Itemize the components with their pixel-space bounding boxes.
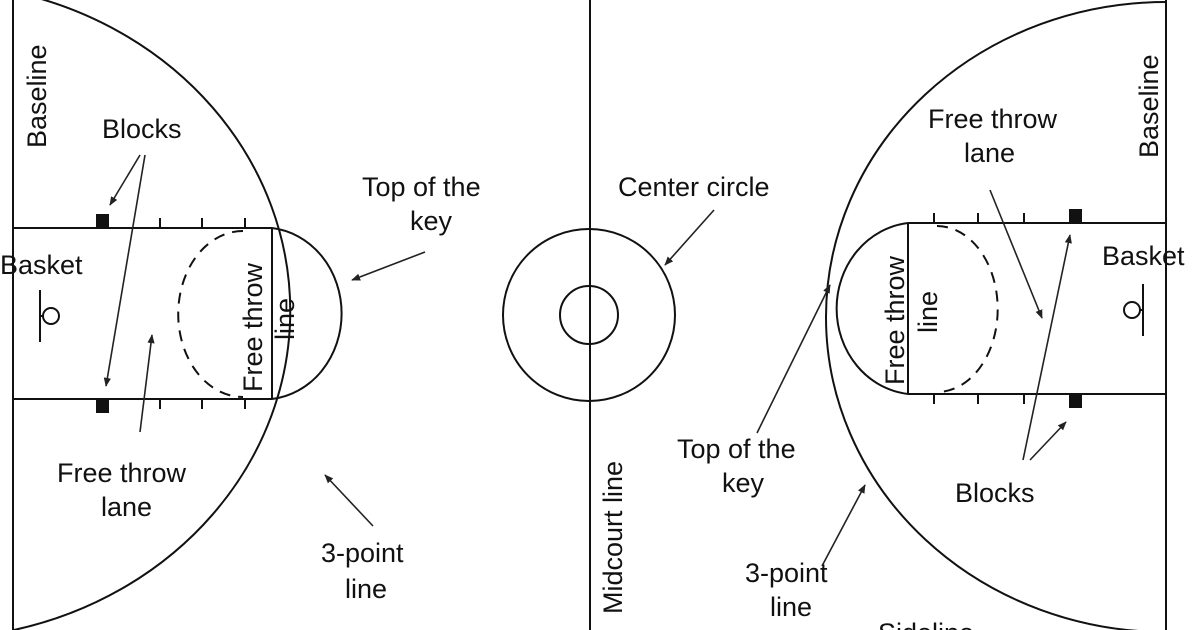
- baseline-label-right: Baseline: [1134, 54, 1164, 158]
- right-block-bottom: [1069, 394, 1082, 408]
- arrow-blocks-right-bottom: [1029, 421, 1067, 461]
- left-block-bottom: [96, 399, 109, 413]
- right-key-arc: [835, 222, 909, 395]
- arrow-blocks-right-top: [1022, 234, 1072, 461]
- arrow-ftlane-left: [139, 334, 155, 433]
- right-block-top: [1069, 209, 1082, 223]
- left-free-throw-lane: [14, 227, 273, 400]
- basket-label-left: Basket: [0, 250, 83, 280]
- arrow-ftlane-right: [989, 189, 1043, 319]
- center-circle-outer: [502, 228, 676, 402]
- free-throw-lane-label-right-2: lane: [964, 138, 1015, 168]
- right-lane-hash-marks: [933, 213, 1025, 404]
- left-basket: [39, 290, 60, 342]
- center-circle-inner: [559, 285, 619, 345]
- three-point-label-right-2: line: [770, 592, 812, 622]
- left-block-top: [96, 214, 109, 228]
- three-point-label-right-1: 3-point: [745, 558, 828, 588]
- free-throw-line-label-right-2: line: [913, 291, 943, 333]
- arrow-three-right: [821, 484, 866, 567]
- arrow-three-left: [324, 474, 374, 527]
- midcourt-line-label: Midcourt line: [598, 461, 628, 614]
- top-of-key-label-right-1: Top of the: [677, 434, 796, 464]
- arrow-topkey-right: [756, 284, 831, 434]
- top-of-key-label-right-2: key: [722, 468, 765, 498]
- sideline-label: Sideline: [878, 618, 974, 630]
- arrow-blocks-left-top: [109, 154, 141, 206]
- free-throw-lane-label-right-1: Free throw: [928, 104, 1058, 134]
- three-point-label-left-2: line: [345, 574, 387, 604]
- arrow-center-circle: [664, 209, 715, 266]
- right-basket: [1123, 284, 1144, 336]
- blocks-label-right: Blocks: [955, 478, 1035, 508]
- free-throw-line-label-left-1: Free throw: [238, 262, 268, 392]
- baseline-label-left: Baseline: [22, 44, 52, 148]
- annotation-arrows: [103, 154, 1072, 567]
- blocks-label-left: Blocks: [102, 114, 182, 144]
- right-dashed-key-arc: [936, 225, 999, 393]
- left-key-arc: [271, 227, 343, 400]
- free-throw-line-label-right-1: Free throw: [880, 255, 910, 385]
- top-of-key-label-left-2: key: [410, 206, 453, 236]
- three-point-label-left-1: 3-point: [321, 538, 404, 568]
- top-of-key-label-left-1: Top of the: [362, 172, 481, 202]
- left-three-point-line: [13, 0, 292, 630]
- left-dashed-key-arc: [177, 230, 244, 398]
- arrow-blocks-left-bottom: [103, 154, 146, 387]
- free-throw-line-label-left-2: line: [270, 298, 300, 340]
- free-throw-lane-label-left-2: lane: [101, 492, 152, 522]
- center-circle-label: Center circle: [618, 172, 770, 202]
- basket-label-right: Basket: [1102, 241, 1185, 271]
- free-throw-lane-label-left-1: Free throw: [57, 458, 187, 488]
- left-lane-hash-marks: [159, 218, 246, 409]
- arrow-topkey-left: [351, 251, 426, 281]
- right-three-point-line: [825, 1, 1167, 630]
